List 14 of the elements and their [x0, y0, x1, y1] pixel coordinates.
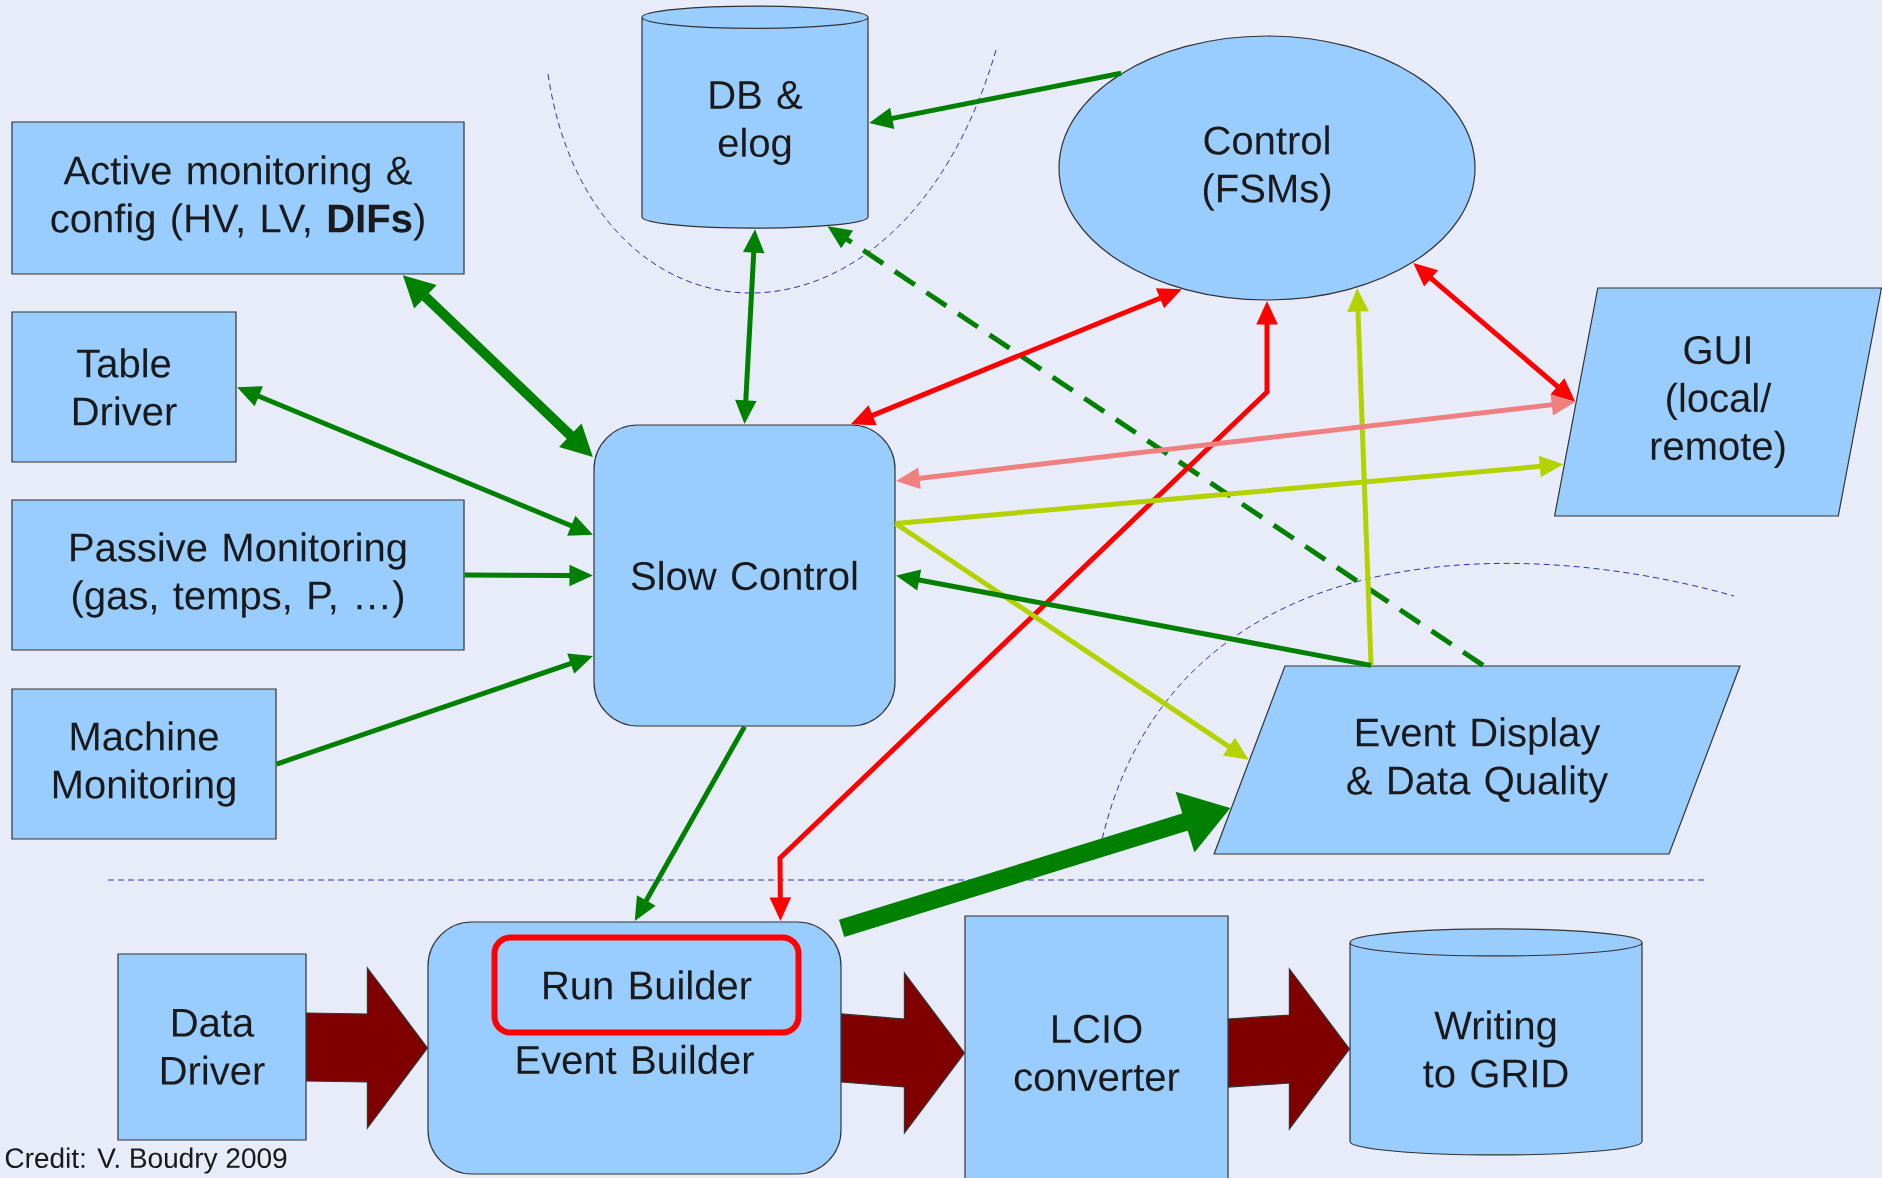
block-arrow: [1228, 967, 1351, 1131]
block-arrow: [841, 971, 966, 1135]
process-box: Active monitoring & config (HV, LV, DIFs): [11, 121, 465, 275]
process-box: Data Driver: [117, 953, 307, 1141]
database-cylinder: Writing to GRID: [1349, 928, 1643, 1156]
rounded-process-box: Slow Control: [593, 424, 896, 727]
block-arrow: [306, 966, 429, 1130]
process-box: Table Driver: [11, 311, 237, 463]
process-box: Machine Monitoring: [11, 688, 277, 840]
process-box: LCIO converter: [964, 915, 1229, 1178]
database-cylinder: DB & elog: [641, 5, 869, 229]
process-box: Passive Monitoring (gas, temps, P, …): [11, 499, 465, 651]
highlighted-box: Run Builder: [491, 934, 802, 1036]
io-parallelogram: Event Display & Data Quality: [1213, 665, 1741, 855]
